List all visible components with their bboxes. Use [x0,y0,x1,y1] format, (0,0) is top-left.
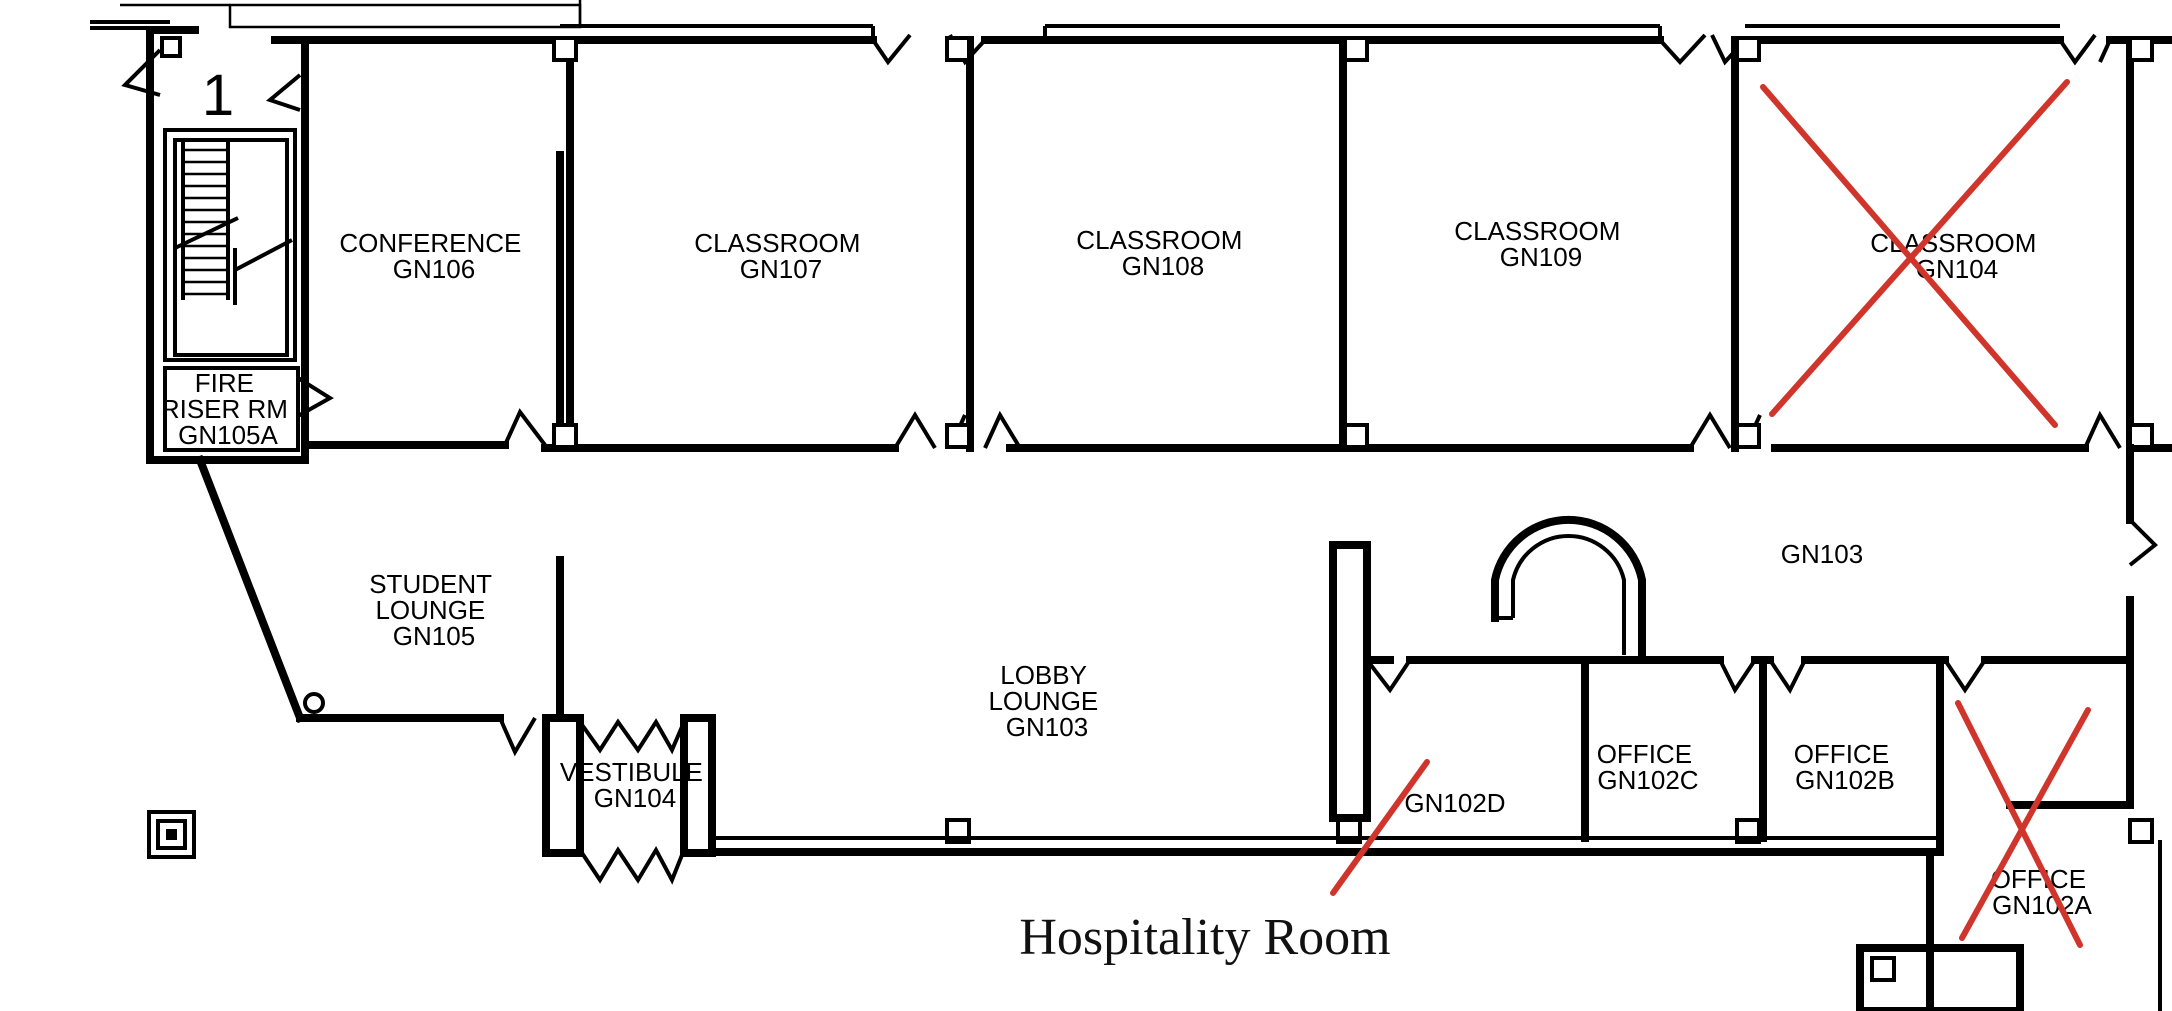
office-102b-label: OFFICE GN102B [1794,739,1897,795]
markup-x-classroom-104 [1760,79,2070,428]
lobby-lounge-label: LOBBY LOUNGE GN103 [988,660,1105,742]
vestibule-label: VESTIBULE GN104 [560,757,710,813]
office-102c-line-1: OFFICE [1597,739,1692,769]
north-wall [301,24,2172,66]
markup-hospitality-pointer [1330,759,1430,896]
fire-riser-label: FIRE RISER RM GN105A [161,368,295,450]
classroom-partitions [556,36,2134,452]
classroom-south-wall [301,408,2172,452]
student-lounge-line-3: GN105 [393,621,475,651]
south-exterior-wall [708,836,1944,1011]
classroom-107-line-1: CLASSROOM [694,228,860,258]
fire-riser-line-1: FIRE [195,368,254,398]
student-lounge-line-2: LOUNGE [375,595,485,625]
classroom-109-line-1: CLASSROOM [1454,216,1620,246]
fire-riser-room: FIRE RISER RM GN105A [161,366,334,452]
conference-line-2: GN106 [393,254,475,284]
stair-2-fragment [1856,944,2024,1011]
lobby-lounge-line-2: LOUNGE [988,686,1098,716]
vestibule-walls [542,714,716,885]
stair-number: 1 [202,63,234,128]
classroom-107-line-2: GN107 [740,254,822,284]
corridor-label: GN103 [1781,539,1863,569]
student-lounge-label: STUDENT LOUNGE GN105 [369,569,499,651]
classroom-109-label: CLASSROOM GN109 [1454,216,1627,272]
office-102c-line-2: GN102C [1597,765,1698,795]
conference-label: CONFERENCE GN106 [339,228,528,284]
classroom-107-label: CLASSROOM GN107 [694,228,867,284]
lobby-lounge-line-1: LOBBY [1000,660,1086,690]
conference-line-1: CONFERENCE [339,228,521,258]
office-102b-line-2: GN102B [1795,765,1895,795]
student-lounge-line-1: STUDENT [369,569,492,599]
hospitality-room-annotation: Hospitality Room [1019,909,1390,966]
fire-riser-line-2: RISER RM [161,394,288,424]
classroom-108-line-2: GN108 [1122,251,1204,281]
gn102d-label: GN102D [1404,788,1505,818]
curved-partition [1491,516,1646,659]
fire-riser-line-3: GN105A [178,420,278,450]
classroom-109-line-2: GN109 [1500,242,1582,272]
classroom-108-label: CLASSROOM GN108 [1076,225,1249,281]
markup-x-office-102a [1955,700,2091,948]
office-block-walls [1329,444,2162,1011]
office-102b-line-1: OFFICE [1794,739,1889,769]
vestibule-line-2: GN104 [594,783,676,813]
office-102a-label: OFFICE GN102A [1991,864,2094,920]
classroom-108-line-1: CLASSROOM [1076,225,1242,255]
office-102c-label: OFFICE GN102C [1597,739,1700,795]
vestibule-line-1: VESTIBULE [560,757,703,787]
office-102a-line-2: GN102A [1992,890,2092,920]
structural-columns [552,36,2154,844]
student-lounge-walls [147,454,564,859]
stair-1: 1 [121,26,309,464]
lobby-lounge-line-3: GN103 [1006,712,1088,742]
top-edge-walls [90,0,582,30]
